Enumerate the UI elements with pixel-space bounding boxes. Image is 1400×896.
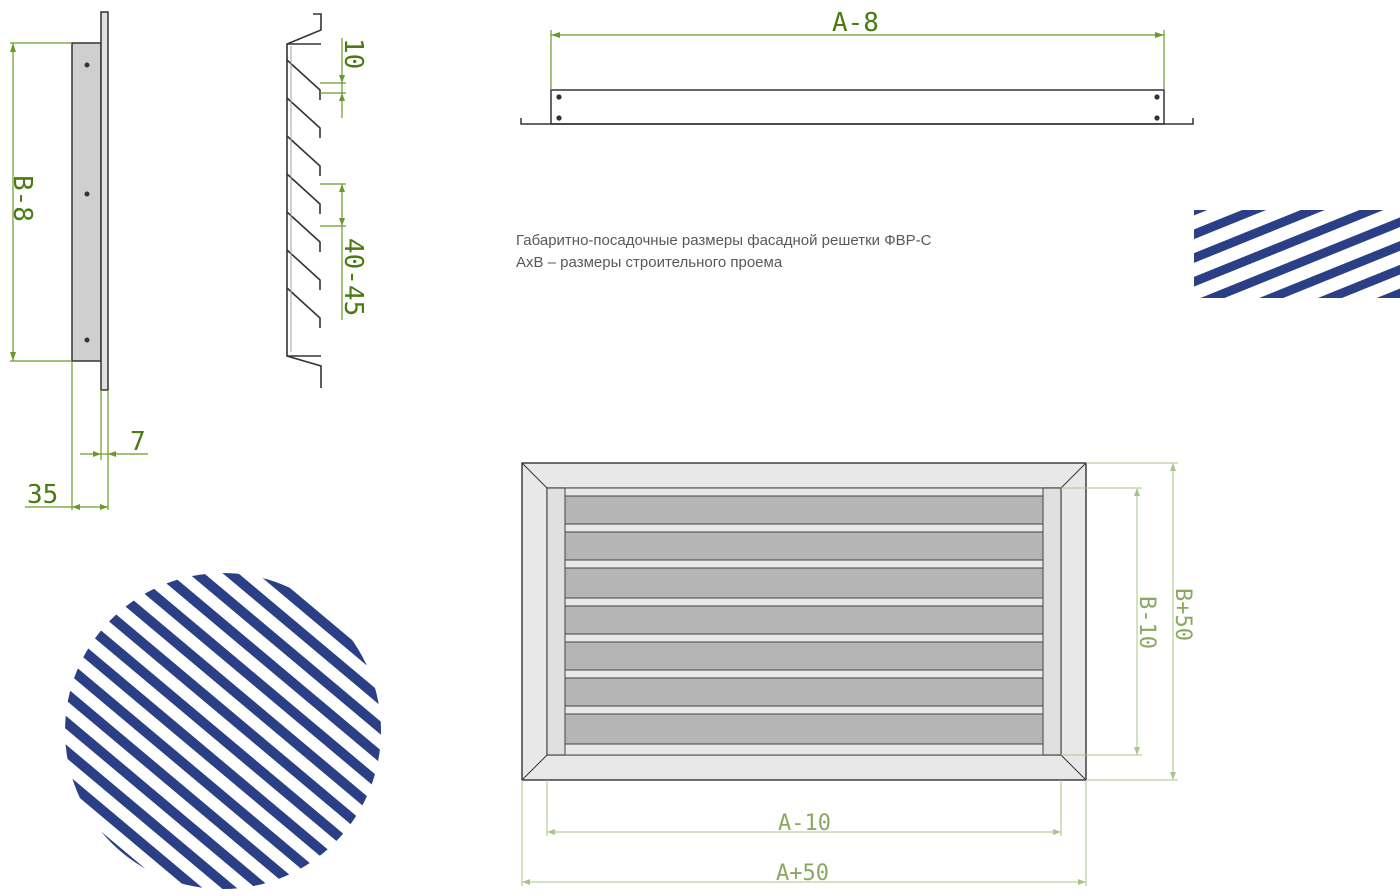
- dimension-a-minus-8: A-8: [832, 8, 879, 38]
- dimension-7: 7: [130, 427, 146, 457]
- dimension-b-minus-8: B-8: [7, 175, 37, 222]
- side-view: B-8 35 7: [7, 11, 148, 510]
- dimension-a-plus-50: A+50: [776, 861, 829, 886]
- dimension-b-minus-10: B-10: [1134, 596, 1159, 649]
- diagonal-stripe-circle: [65, 573, 381, 889]
- dimension-b-plus-50: B+50: [1170, 588, 1195, 641]
- drawing-caption: Габаритно-посадочные размеры фасадной ре…: [516, 230, 931, 274]
- dimension-a-minus-10: A-10: [778, 811, 831, 836]
- diagonal-stripe-band: [1194, 210, 1400, 298]
- blades: [564, 487, 1044, 756]
- dimension-40-45: 40-45: [338, 238, 368, 316]
- dimension-10: 10: [338, 38, 368, 69]
- blade-profile-section: 10 40-45: [286, 13, 368, 388]
- front-view: B-10 B+50 A-10 A+50: [521, 462, 1195, 886]
- caption-line-2: АхВ – размеры строительного проема: [516, 254, 783, 271]
- top-view: A-8: [520, 8, 1194, 125]
- caption-line-1: Габаритно-посадочные размеры фасадной ре…: [516, 232, 932, 249]
- dimension-35: 35: [27, 480, 58, 510]
